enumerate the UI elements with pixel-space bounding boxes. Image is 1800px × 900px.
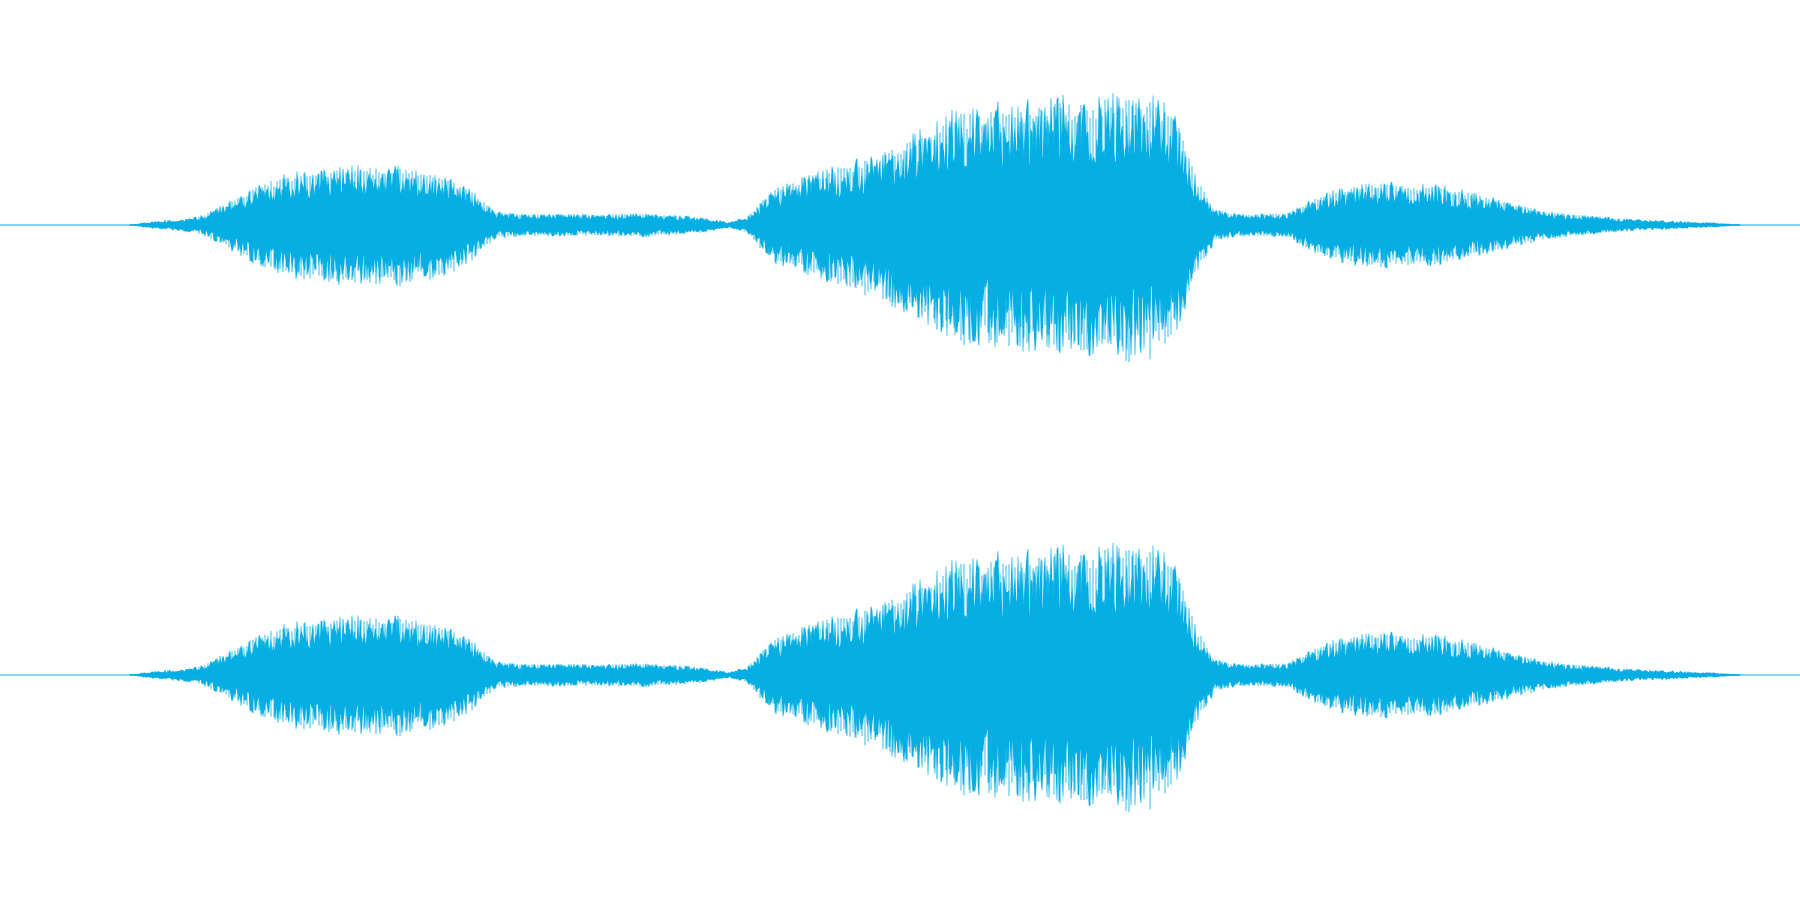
channel-2-waveform: [0, 542, 1800, 813]
waveform-body: [129, 92, 1741, 357]
channel-1-waveform: [0, 92, 1800, 363]
waveform-body: [129, 542, 1741, 807]
